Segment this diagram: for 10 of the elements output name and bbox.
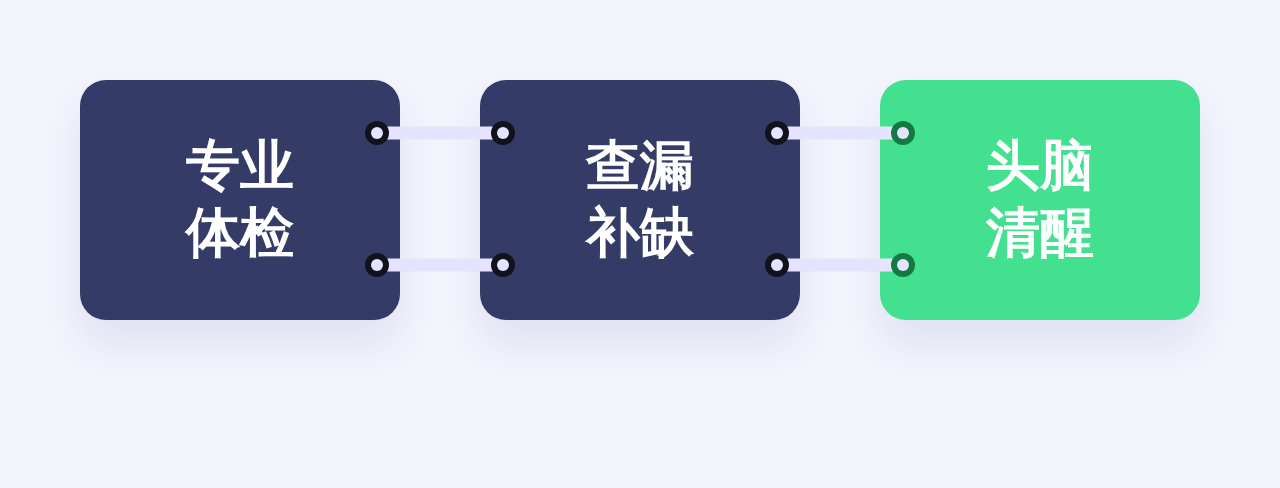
connector-bar [765, 253, 915, 277]
connector-bar [365, 121, 515, 145]
connector-bar [365, 253, 515, 277]
rounded-card [80, 80, 400, 320]
card-title: 专业体检 [184, 133, 295, 266]
rounded-card [480, 80, 800, 320]
rounded-card [880, 80, 1200, 320]
card-title: 头脑清醒 [985, 133, 1095, 266]
card-title: 查漏补缺 [584, 133, 695, 266]
connector-bar [765, 121, 915, 145]
